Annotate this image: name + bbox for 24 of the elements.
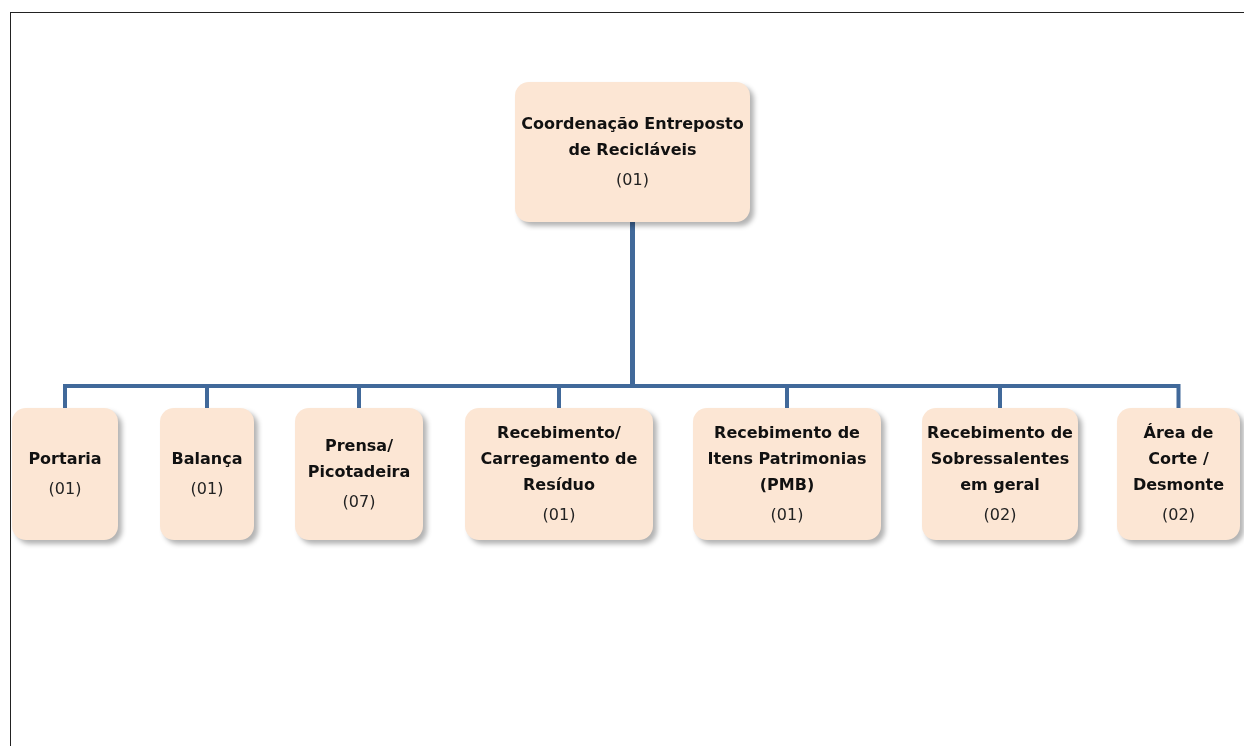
unit-name: Prensa/ Picotadeira [306, 435, 412, 483]
unit-name: Recebimento/ Carregamento de Resíduo [479, 422, 639, 496]
staff-count: (01) [190, 478, 224, 500]
unit-name: Coordenação Entreposto de Recicláveis [520, 113, 745, 161]
org-box [465, 408, 653, 540]
unit-name: Área de Corte / Desmonte [1131, 422, 1226, 496]
staff-count: (02) [983, 504, 1017, 526]
org-box [1117, 408, 1240, 540]
staff-count: (01) [770, 504, 804, 526]
unit-name: Balança [171, 448, 243, 470]
staff-count: (02) [1162, 504, 1195, 526]
org-box [160, 408, 254, 540]
unit-name: Recebimento de Sobressalentes em geral [926, 422, 1074, 496]
org-box [515, 82, 750, 222]
staff-count: (01) [48, 478, 82, 500]
staff-count: (01) [542, 504, 576, 526]
org-box [295, 408, 423, 540]
staff-count: (01) [616, 169, 649, 191]
org-box [922, 408, 1078, 540]
staff-count: (07) [342, 491, 376, 513]
org-box [693, 408, 881, 540]
org-box [12, 408, 118, 540]
unit-name: Recebimento de Itens Patrimonias (PMB) [706, 422, 868, 496]
unit-name: Portaria [28, 448, 102, 470]
